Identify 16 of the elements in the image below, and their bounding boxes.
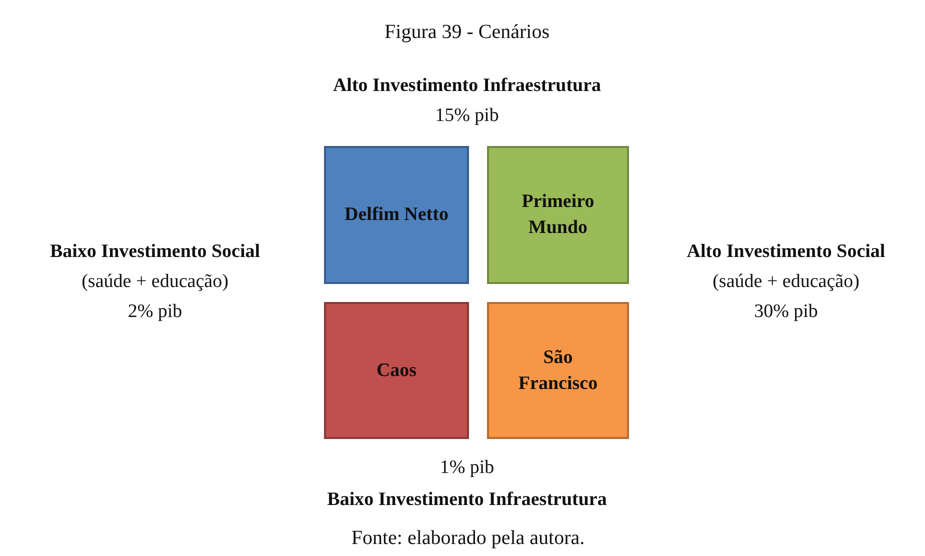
axis-note: (saúde + educação) <box>712 270 860 294</box>
scenario-box: Delfim Netto <box>324 146 469 284</box>
axis-value: 15% pib <box>435 104 499 128</box>
scenario-box: São Francisco <box>487 302 629 439</box>
scenario-box: Caos <box>324 302 469 439</box>
figure-caption: Fonte: elaborado pela autora. <box>351 526 585 550</box>
axis-value: 30% pib <box>754 300 818 324</box>
axis-label: Baixo Investimento Infraestrutura <box>327 488 607 512</box>
scenario-box: Primeiro Mundo <box>487 146 629 284</box>
figure-title: Figura 39 - Cenários <box>384 20 550 44</box>
axis-value: 1% pib <box>440 456 494 480</box>
axis-label: Baixo Investimento Social <box>50 240 260 264</box>
axis-value: 2% pib <box>128 300 182 324</box>
axis-label: Alto Investimento Social <box>686 240 886 264</box>
axis-note: (saúde + educação) <box>82 270 228 294</box>
axis-label: Alto Investimento Infraestrutura <box>332 74 602 98</box>
